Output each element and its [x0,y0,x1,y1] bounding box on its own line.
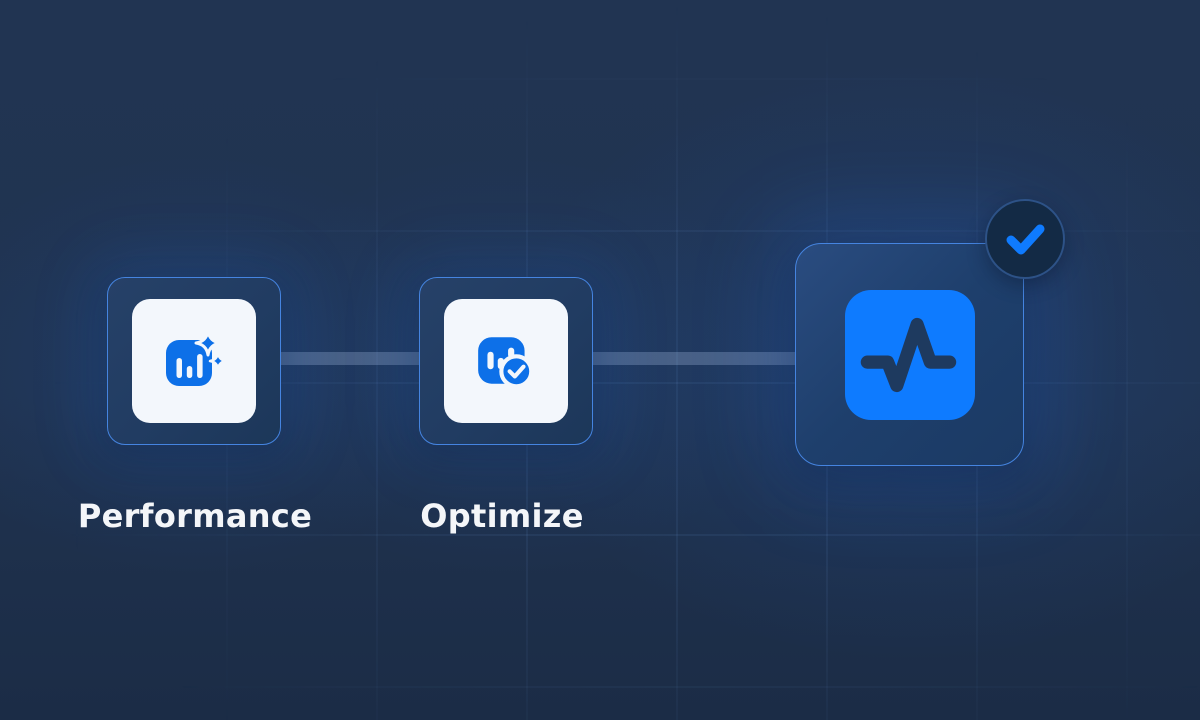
chart-check-icon [478,337,534,389]
step-card-performance[interactable] [107,277,281,445]
optimize-tile [444,299,568,423]
check-icon [1006,224,1045,255]
connector-line-2 [591,352,797,365]
activity-tile [844,289,975,420]
completed-badge [985,199,1065,279]
performance-tile [132,299,256,423]
step-label-performance: Performance [77,497,313,535]
step-label-optimize: Optimize [420,497,584,535]
connector-line-1 [279,352,422,365]
chart-sparkles-icon [166,329,228,386]
step-card-optimize[interactable] [419,277,593,445]
step-card-activity[interactable] [795,243,1024,466]
activity-pulse-icon [860,317,956,392]
